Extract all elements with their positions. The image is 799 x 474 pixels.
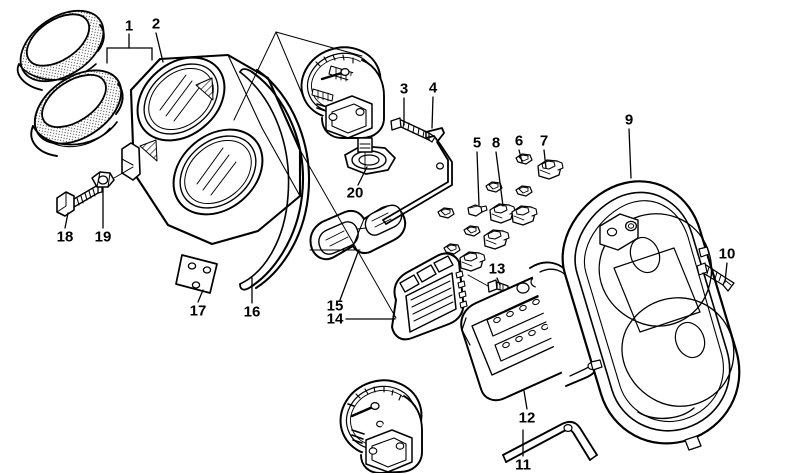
callout-number-13[interactable]: 13 <box>488 260 506 278</box>
callout-number-2[interactable]: 2 <box>151 15 161 33</box>
callout-number-19[interactable]: 19 <box>94 228 112 246</box>
leader-line-4 <box>431 96 434 129</box>
callout-number-17[interactable]: 17 <box>189 302 207 320</box>
leader-line-1 <box>128 47 153 61</box>
leader-line-6 <box>518 149 523 163</box>
leader-line-8 <box>495 151 504 207</box>
callout-number-10[interactable]: 10 <box>718 245 736 263</box>
callout-number-11[interactable]: 11 <box>515 456 531 474</box>
callout-number-16[interactable]: 16 <box>243 303 261 321</box>
leader-line-2 <box>155 32 164 63</box>
leader-line-5 <box>476 151 480 206</box>
callout-number-1[interactable]: 1 <box>124 17 134 35</box>
callout-number-18[interactable]: 18 <box>56 228 74 246</box>
callout-number-7[interactable]: 7 <box>539 132 549 150</box>
callout-number-5[interactable]: 5 <box>472 134 482 152</box>
leader-line-13 <box>496 277 501 286</box>
callout-number-12[interactable]: 12 <box>518 409 536 427</box>
leader-line-12 <box>523 390 528 410</box>
leader-line-20 <box>357 166 368 186</box>
leader-line-10 <box>724 262 728 283</box>
callout-number-4[interactable]: 4 <box>428 79 438 97</box>
leader-line-9 <box>628 128 632 179</box>
callout-number-3[interactable]: 3 <box>399 80 409 98</box>
callout-leader-lines <box>64 32 728 457</box>
callout-number-14[interactable]: 14 <box>326 310 344 328</box>
leader-line-7 <box>543 149 547 169</box>
callout-number-15[interactable]: 15 <box>326 297 344 315</box>
callout-number-6[interactable]: 6 <box>514 132 524 150</box>
callout-number-20[interactable]: 20 <box>346 184 364 202</box>
callout-number-9[interactable]: 9 <box>624 111 634 129</box>
leader-line-15 <box>339 251 359 301</box>
leader-line-17 <box>197 289 204 303</box>
callout-number-8[interactable]: 8 <box>491 134 501 152</box>
leader-line-18 <box>64 212 69 229</box>
leader-line-1 <box>106 33 130 64</box>
